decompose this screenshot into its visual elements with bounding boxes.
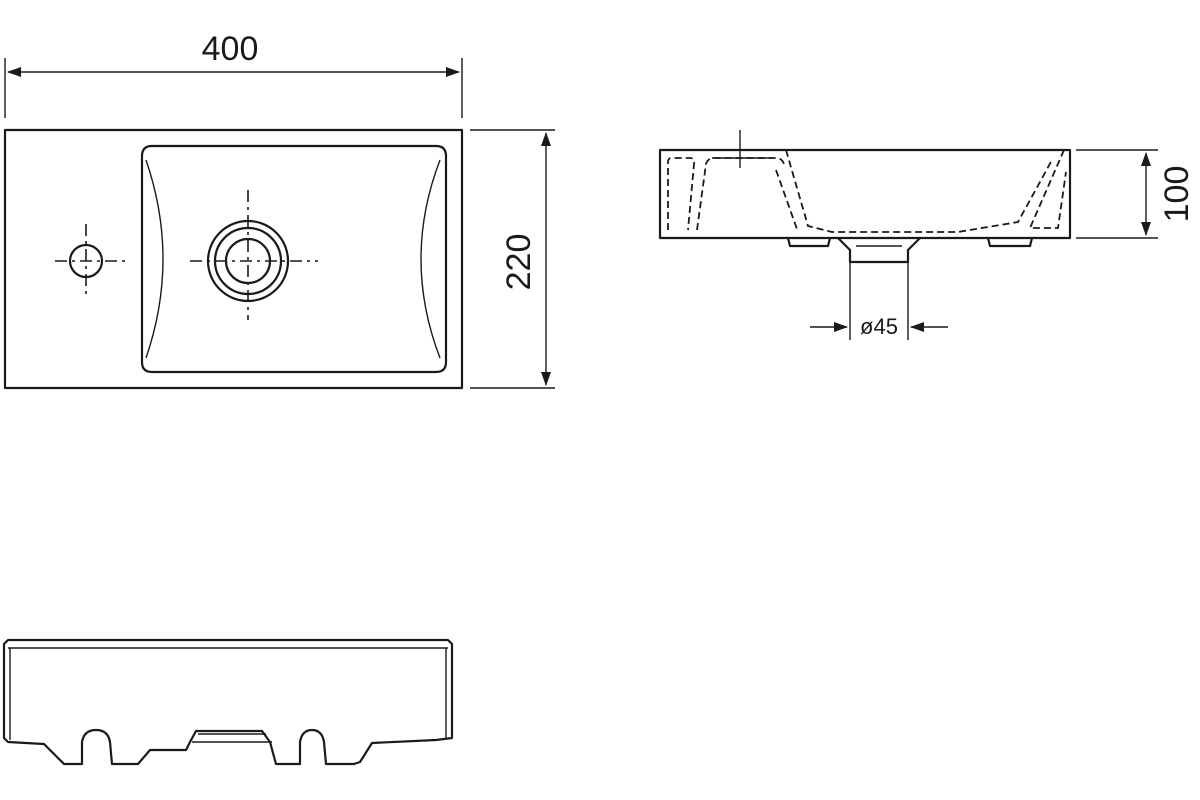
section-right-wall-hidden: [1028, 149, 1067, 229]
top-view: 400 220: [3, 30, 555, 390]
width-dimension: 400: [4, 30, 463, 118]
drain-hole: [190, 190, 318, 320]
height-label: 100: [1158, 166, 1196, 223]
top-view-outline: [3, 128, 464, 390]
basin-outline: [140, 144, 448, 374]
section-view: 100 ø45: [658, 130, 1196, 340]
height-dimension: 100: [1076, 149, 1196, 239]
section-tap-ledge-hidden: [667, 157, 696, 231]
depth-dimension: 220: [470, 129, 555, 389]
front-view-outline: [2, 638, 454, 766]
front-drain-detail: [192, 733, 272, 743]
section-tap-block-hidden: [696, 157, 785, 231]
section-outline: [658, 148, 1072, 240]
section-drain-outlet: [836, 236, 922, 264]
front-view: [2, 638, 454, 766]
tap-hole: [55, 224, 125, 296]
basin-right-curve: [420, 159, 441, 359]
drain-diameter-label: ø45: [860, 314, 898, 339]
section-foot-left: [786, 236, 832, 248]
drain-diameter-dimension: ø45: [810, 262, 948, 340]
section-foot-right: [986, 236, 1034, 248]
section-basin-inner-hidden: [775, 169, 799, 233]
section-basin-hidden: [785, 149, 1053, 233]
width-label: 400: [202, 30, 259, 68]
basin-left-curve: [145, 159, 164, 359]
depth-label: 220: [500, 234, 538, 291]
